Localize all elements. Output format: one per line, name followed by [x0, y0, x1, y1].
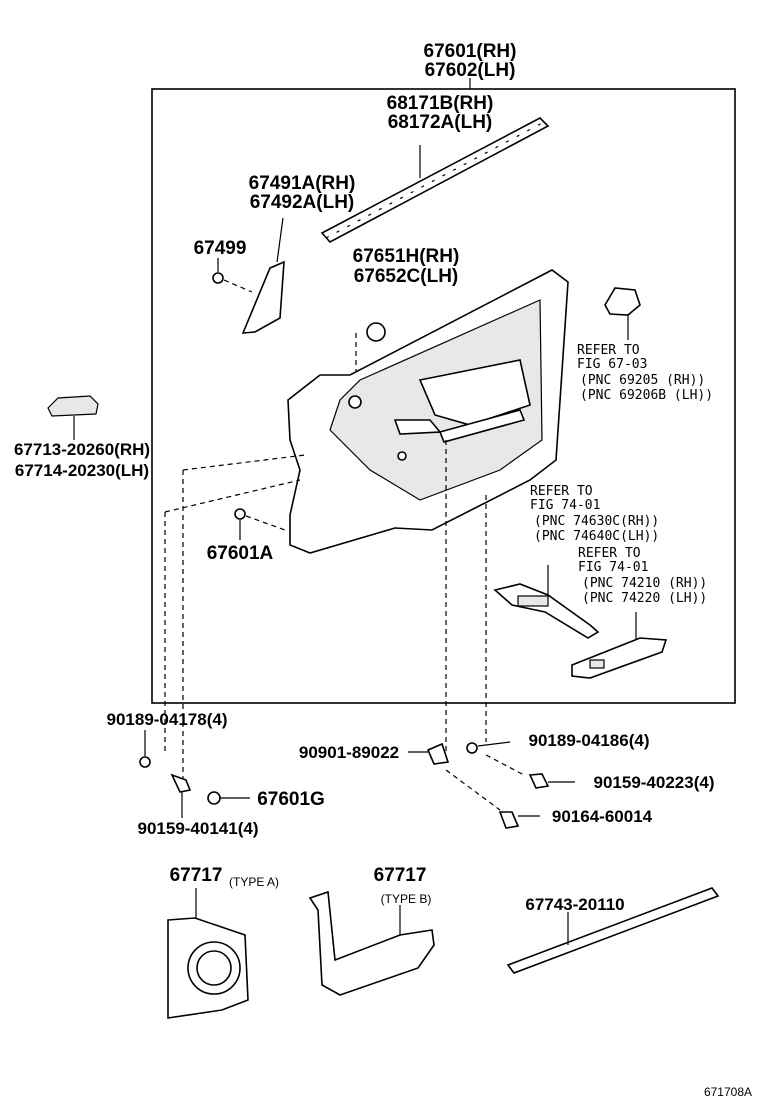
screw-90159-40141	[170, 773, 192, 818]
label-garnish-lh: 67492A(LH)	[250, 192, 355, 213]
label-ref1-line3: (PNC 69205 (RH))	[580, 373, 705, 388]
label-screw-90159-40141: 90159-40141(4)	[138, 819, 259, 838]
label-ref2-line4: (PNC 74640C(LH))	[534, 529, 659, 544]
label-ref3-line1: REFER TO	[578, 546, 641, 561]
label-ref1-line1: REFER TO	[577, 343, 640, 358]
label-assembly-rh: 67601(RH)	[424, 41, 517, 62]
label-ref1-line4: (PNC 69206B (LH))	[580, 388, 713, 403]
plate-type-b	[308, 890, 435, 996]
weatherstrip	[320, 117, 550, 244]
label-clip-67601a: 67601A	[207, 543, 274, 564]
screw-90189-04186	[466, 741, 525, 776]
label-ref3-line2: FIG 74-01	[578, 560, 648, 575]
label-garnish-rh: 67491A(RH)	[249, 173, 356, 194]
label-screw-90189-04186: 90189-04186(4)	[529, 731, 650, 750]
label-ref1-line2: FIG 67-03	[577, 357, 647, 372]
pad-67713	[47, 395, 99, 440]
door-moulding	[506, 887, 720, 974]
clip-67601a	[234, 508, 286, 540]
label-screw-90901: 90901-89022	[299, 743, 399, 762]
label-weatherstrip-rh: 68171B(RH)	[387, 93, 494, 114]
assembly-frame	[151, 88, 736, 704]
handle-bracket	[604, 287, 641, 340]
screw-90189-04178	[139, 730, 151, 768]
label-clip-67601g: 67601G	[257, 789, 325, 810]
garnish-panel	[241, 217, 285, 334]
clip-67499	[212, 258, 253, 293]
label-assembly-lh: 67602(LH)	[425, 60, 516, 81]
label-pad-rh: 67713-20260(RH)	[14, 440, 150, 459]
screw-90159-40223	[528, 773, 575, 789]
label-plate-type-a-num: 67717	[170, 865, 223, 886]
label-figure-code: 671708A	[704, 1085, 752, 1099]
label-screw-90159-40223: 90159-40223(4)	[594, 773, 715, 792]
door-trim-panel	[287, 269, 569, 554]
label-screw-90189-04178: 90189-04178(4)	[107, 710, 228, 729]
screw-90901	[408, 742, 450, 765]
cap-67651	[355, 322, 386, 395]
mounting-guide-lines	[164, 440, 487, 778]
label-pad-lh: 67714-20230(LH)	[15, 461, 149, 480]
label-plate-type-b-num: 67717	[374, 865, 427, 886]
label-clip-67499: 67499	[194, 238, 247, 259]
armrest	[571, 612, 668, 679]
label-cap-lh: 67652C(LH)	[354, 266, 459, 287]
label-ref2-line3: (PNC 74630C(RH))	[534, 514, 659, 529]
label-moulding: 67743-20110	[525, 895, 624, 914]
screw-90164	[445, 769, 540, 829]
label-plate-type-b-text: (TYPE B)	[381, 892, 432, 906]
clip-67601g	[207, 791, 250, 805]
label-weatherstrip-lh: 68172A(LH)	[388, 112, 493, 133]
label-ref3-line4: (PNC 74220 (LH))	[582, 591, 707, 606]
label-plate-type-a-text: (TYPE A)	[229, 875, 279, 889]
label-ref2-line1: REFER TO	[530, 484, 593, 499]
label-ref3-line3: (PNC 74210 (RH))	[582, 576, 707, 591]
switch-bezel	[493, 565, 600, 639]
label-cap-rh: 67651H(RH)	[353, 246, 460, 267]
label-screw-90164: 90164-60014	[552, 807, 653, 826]
label-ref2-line2: FIG 74-01	[530, 498, 600, 513]
plate-type-a	[167, 888, 249, 1019]
